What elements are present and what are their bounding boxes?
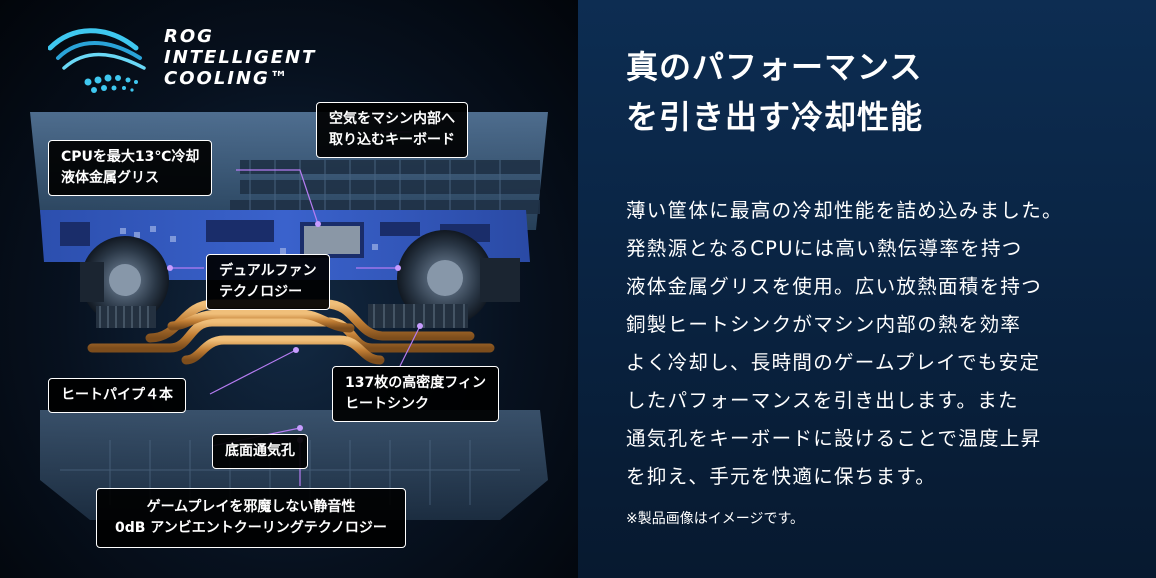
callout-heatpipe-line-1: ヒートパイプ４本 — [61, 387, 173, 403]
callout-silent-cooling: ゲームプレイを邪魔しない静音性 0dB アンビエントクーリングテクノロジー — [96, 488, 406, 548]
callout-keyboard-line-2: 取り込むキーボード — [329, 132, 455, 148]
headline-line-1: 真のパフォーマンス — [626, 48, 923, 86]
callout-keyboard-line-1: 空気をマシン内部へ — [329, 111, 455, 127]
body-line: 通気孔をキーボードに設けることで温度上昇 — [626, 427, 1042, 450]
body-line: したパフォーマンスを引き出します。また — [626, 389, 1019, 412]
headline-line-2: を引き出す冷却性能 — [626, 98, 924, 136]
callout-cpu-liquid-metal: CPUを最大13℃冷却 液体金属グリス — [48, 140, 213, 196]
callout-fin-heatsink: 137枚の高密度フィン ヒートシンク — [332, 366, 499, 422]
illustration-panel: ROG INTELLIGENT COOLING™ CPUを最大13℃冷却 液体金… — [0, 0, 578, 578]
body-paragraph: 薄い筐体に最高の冷却性能を詰め込みました。 発熱源となるCPUには高い熱伝導率を… — [626, 192, 1126, 496]
body-line: よく冷却し、長時間のゲームプレイでも安定 — [626, 351, 1041, 374]
callout-silent-line-1: ゲームプレイを邪魔しない静音性 — [146, 499, 356, 515]
body-line: 銅製ヒートシンクがマシン内部の熱を効率 — [626, 313, 1022, 336]
callout-dots — [167, 221, 423, 443]
body-line: 発熱源となるCPUには高い熱伝導率を持つ — [626, 237, 1023, 260]
logo-line-3: COOLING™ — [164, 68, 290, 89]
callout-bottom-vents: 底面通気孔 — [212, 434, 308, 469]
callout-vents-line-1: 底面通気孔 — [225, 443, 295, 459]
rog-intelligent-cooling-wave-icon — [48, 28, 146, 93]
callout-keyboard-intake: 空気をマシン内部へ 取り込むキーボード — [316, 102, 468, 158]
callout-heat-pipes: ヒートパイプ４本 — [48, 378, 186, 413]
logo-line-1: ROG — [164, 26, 214, 47]
callout-cpu-line-2: 液体金属グリス — [61, 170, 159, 186]
headline: 真のパフォーマンス を引き出す冷却性能 — [626, 42, 923, 142]
callout-fan-line-2: テクノロジー — [219, 284, 303, 300]
body-line: 液体金属グリスを使用。広い放熱面積を持つ — [626, 275, 1042, 298]
callout-cpu-line-1: CPUを最大13℃冷却 — [61, 149, 200, 165]
body-line: を抑え、手元を快適に保ちます。 — [626, 465, 937, 488]
dual-fans — [80, 230, 520, 326]
description-panel: 真のパフォーマンス を引き出す冷却性能 薄い筐体に最高の冷却性能を詰め込みました… — [578, 0, 1156, 578]
body-line: 薄い筐体に最高の冷却性能を詰め込みました。 — [626, 199, 1063, 222]
logo-line-2: INTELLIGENT — [164, 47, 317, 68]
image-disclaimer-note: ※製品画像はイメージです。 — [626, 511, 805, 527]
callout-dual-fan: デュアルファン テクノロジー — [206, 254, 330, 310]
callout-silent-line-2: 0dB アンビエントクーリングテクノロジー — [115, 520, 387, 536]
callout-fin-line-2: ヒートシンク — [345, 396, 429, 412]
rog-intelligent-cooling-logo-text: ROG INTELLIGENT COOLING™ — [164, 26, 316, 89]
callout-fin-line-1: 137枚の高密度フィン — [345, 375, 486, 391]
callout-fan-line-1: デュアルファン — [219, 263, 317, 279]
